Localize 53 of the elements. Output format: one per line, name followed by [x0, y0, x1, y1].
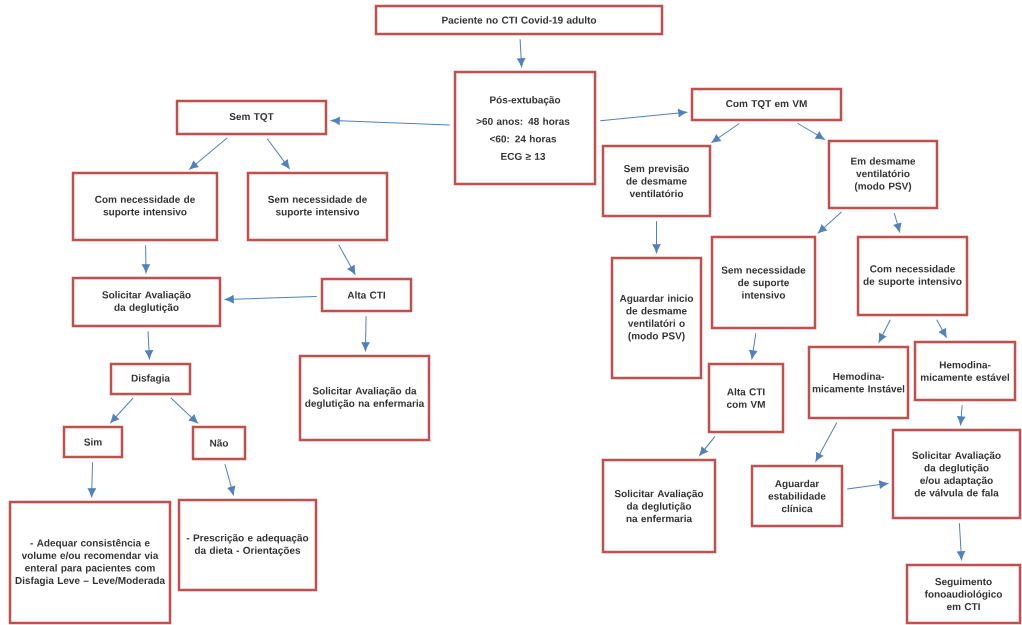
arrow: [599, 109, 688, 122]
arrow: [189, 137, 228, 170]
arrow: [815, 422, 838, 462]
process-box: Com necessidade de suporte intensivo: [71, 171, 219, 242]
arrow: [517, 38, 526, 67]
arrow: [846, 480, 889, 490]
process-box: Hemodina-micamente estável: [913, 340, 1017, 402]
arrow: [878, 319, 891, 343]
arrow: [361, 315, 370, 351]
process-box: Solicitar Avaliação da deglutição e/ou adaptação de válvula de fala: [891, 428, 1022, 520]
arrow: [331, 116, 451, 126]
arrow: [957, 522, 966, 560]
arrow: [749, 332, 758, 360]
arrow: [893, 212, 902, 233]
process-box: Hemodina-micamente Instável: [807, 345, 910, 420]
process-box: Pós-extubação >60 anos: 48 horas <60: 24 horas ECG ≥ 13: [453, 70, 597, 186]
process-box: Solicitar Avaliação da deglutição: [71, 276, 222, 328]
process-box: Aguardar inicio de desmame ventilatóri o (modo PSV): [610, 256, 703, 380]
process-box: - Prescrição e adequação da dieta - Orientações: [177, 498, 318, 592]
process-box: Sem previsão de desmame ventilatório: [601, 144, 712, 218]
process-box: Sem necessidade de suporte intensivo: [710, 235, 817, 330]
arrow: [338, 244, 356, 275]
process-box: Sem necessidade de suporte intensivo: [246, 171, 389, 242]
arrow: [652, 220, 661, 253]
arrow: [225, 295, 318, 304]
arrow: [266, 137, 290, 169]
process-box: - Adequar consistência e volume e/ou recomendar via enteral para pacientes com Disfagia Leve – Leve/Moderada: [8, 500, 172, 625]
arrow: [145, 330, 154, 359]
process-box: Não: [191, 425, 247, 461]
arrow: [699, 435, 716, 456]
arrow: [170, 397, 198, 424]
process-box: Solicitar Avaliação da deglutição na enfermaria: [601, 458, 717, 554]
process-box: Aguardar estabilidade clínica: [750, 464, 844, 528]
process-box: Com TQT em VM: [690, 87, 843, 122]
arrow: [817, 211, 843, 234]
process-box: Paciente no CTI Covid-19 adulto: [374, 4, 664, 36]
process-box: Solicitar Avaliação da deglutição na enfermaria: [298, 354, 431, 442]
arrow: [936, 319, 947, 338]
arrow: [141, 244, 150, 273]
arrow: [87, 461, 96, 497]
process-box: Disfagia: [109, 362, 192, 396]
process-box: Com necessidade de suporte intensivo: [856, 235, 969, 317]
arrow: [110, 397, 134, 424]
arrow: [224, 463, 236, 496]
process-box: Sim: [62, 425, 124, 459]
process-box: Em desmame ventilatório (modo PSV): [827, 139, 939, 210]
arrow: [797, 122, 825, 140]
arrow: [957, 404, 966, 426]
process-box: Sem TQT: [175, 99, 328, 136]
process-box: Alta CTI com VM: [707, 362, 785, 434]
arrow: [711, 123, 740, 143]
process-box: Seguimento fonoaudiológico em CTI: [905, 563, 1022, 625]
process-box: Alta CTI: [320, 277, 413, 313]
